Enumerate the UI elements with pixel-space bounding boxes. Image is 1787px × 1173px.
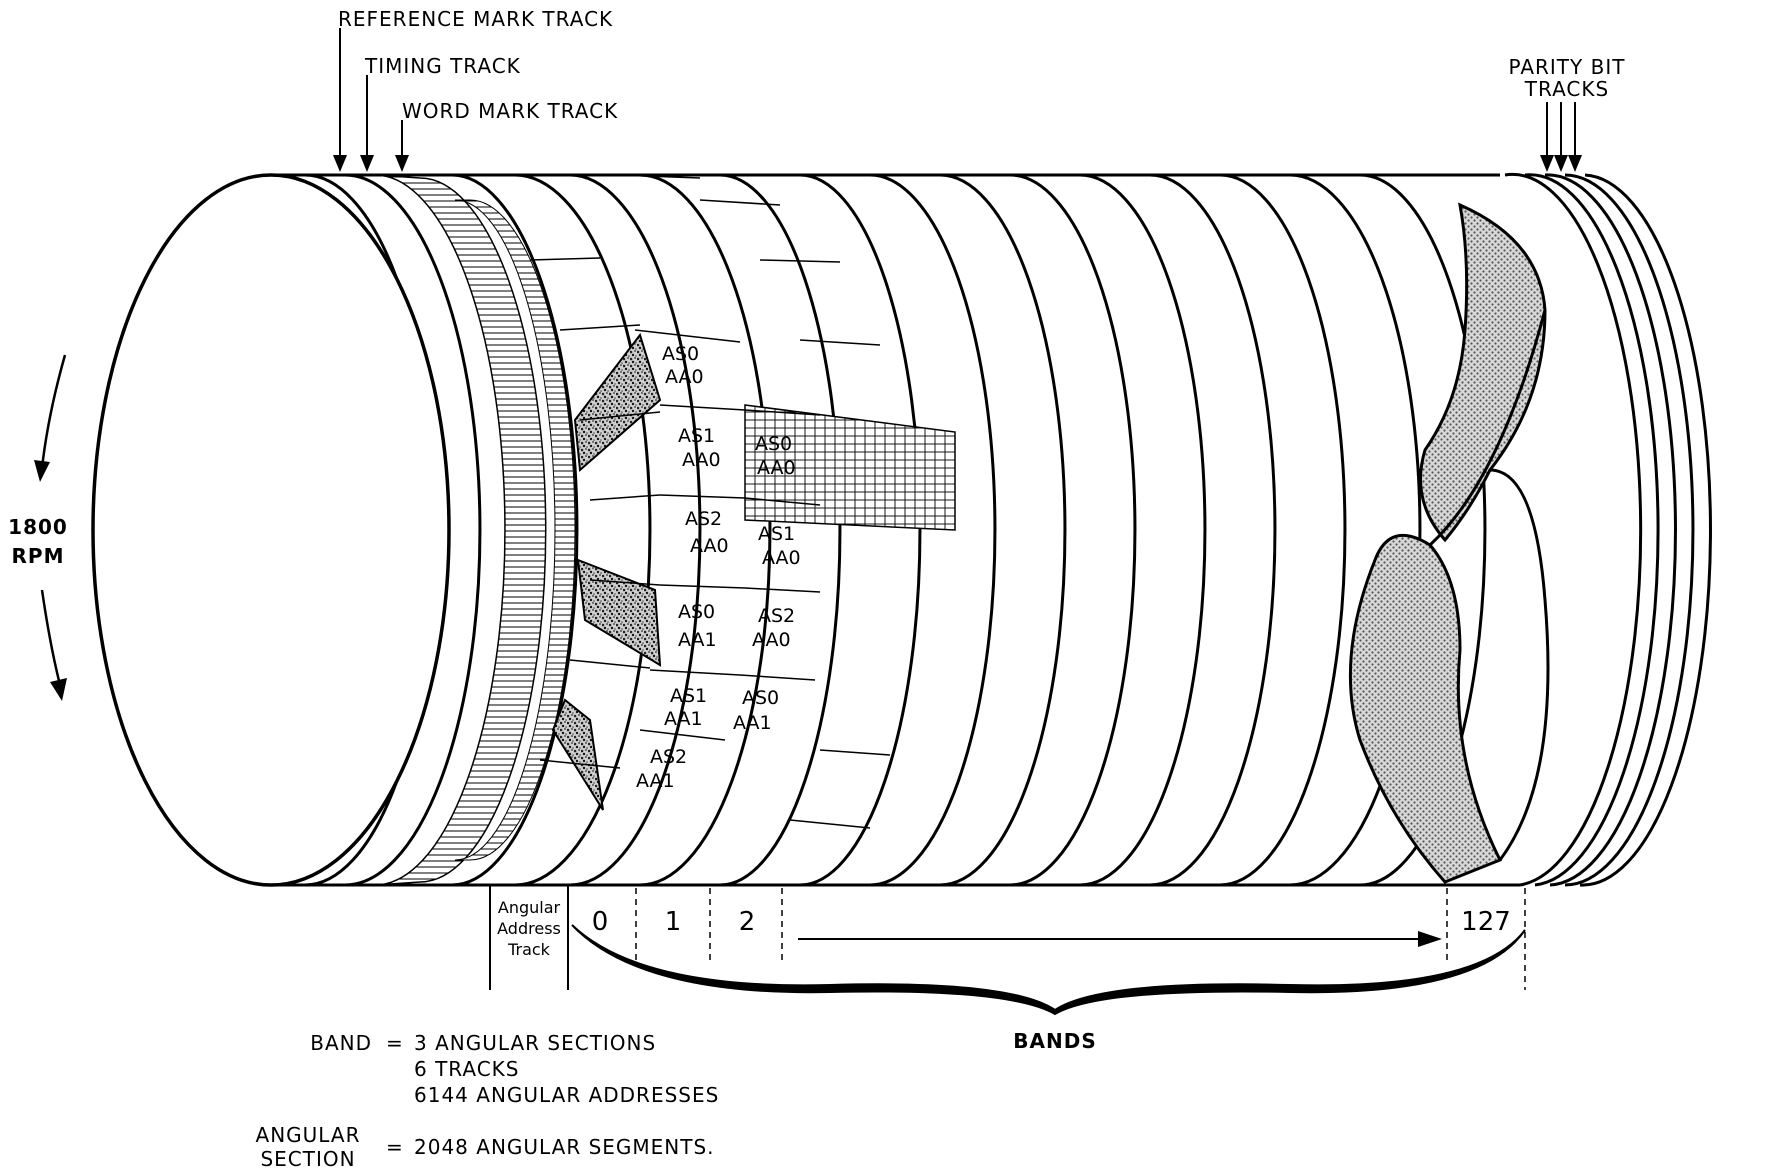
grid-patch (744, 404, 956, 531)
cell-7-aa: AA1 (664, 708, 703, 730)
angular-address-hatching (454, 199, 576, 861)
rpm-value: 1800 (8, 515, 68, 539)
drum-end-face (91, 173, 451, 887)
cell-5-as: AS0 (678, 601, 715, 623)
cell-1-aa: AA0 (682, 449, 721, 471)
legend-band-line-1: 3 ANGULAR SECTIONS (414, 1031, 656, 1055)
cell-6-as: AS2 (758, 605, 795, 627)
angular-address-track-line1: Angular (498, 898, 561, 917)
shaded-wedge-3 (551, 698, 604, 811)
top-callouts: REFERENCE MARK TRACK TIMING TRACK WORD M… (333, 7, 1626, 172)
legend-section-line: 2048 ANGULAR SEGMENTS. (414, 1135, 715, 1159)
rotation-indicator: 1800 RPM (8, 354, 68, 701)
cell-0-as: AS0 (662, 343, 699, 365)
cell-5-aa: AA1 (678, 629, 717, 651)
legend-section-term-2: SECTION (260, 1147, 355, 1171)
legend-band-term: BAND (310, 1031, 372, 1055)
bands-label: BANDS (1013, 1029, 1096, 1053)
parity-disks (1504, 172, 1712, 887)
legend-section-term-1: ANGULAR (256, 1123, 361, 1147)
cell-2-as: AS0 (755, 433, 792, 455)
drum-body (91, 172, 1712, 887)
band-number-0: 0 (592, 907, 609, 937)
parity-twist-upper (1419, 202, 1547, 543)
cell-3-as: AS2 (685, 508, 722, 530)
bands-brace (571, 924, 1526, 1016)
parity-bit-label: PARITY BIT (1509, 55, 1626, 79)
legend-equals-1: = (386, 1031, 404, 1055)
shaded-wedge-1 (573, 332, 662, 473)
band-number-1: 1 (665, 907, 682, 937)
angular-address-track-line3: Track (507, 940, 551, 959)
shaded-wedge-2 (576, 558, 662, 667)
cell-8-aa: AA1 (733, 712, 772, 734)
cell-0-aa: AA0 (665, 366, 704, 388)
cell-9-as: AS2 (650, 746, 687, 768)
cell-4-aa: AA0 (762, 547, 801, 569)
timing-track-hatching (374, 174, 547, 886)
reference-mark-track-label: REFERENCE MARK TRACK (338, 7, 613, 31)
cell-8-as: AS0 (742, 687, 779, 709)
legend-band-line-2: 6 TRACKS (414, 1057, 520, 1081)
cell-1-as: AS1 (678, 425, 715, 447)
rpm-unit: RPM (12, 544, 65, 568)
parity-twist-lower (1348, 534, 1503, 884)
band-arcs (304, 173, 1487, 887)
cell-6-aa: AA0 (752, 629, 791, 651)
cell-2-aa: AA0 (757, 457, 796, 479)
cell-4-as: AS1 (758, 523, 795, 545)
parity-tracks-label: TRACKS (1524, 77, 1609, 101)
band-number-127: 127 (1461, 907, 1511, 937)
timing-track-label: TIMING TRACK (364, 54, 521, 78)
band-number-2: 2 (739, 907, 756, 937)
legend-band-line-3: 6144 ANGULAR ADDRESSES (414, 1083, 719, 1107)
word-mark-track-label: WORD MARK TRACK (402, 99, 618, 123)
cell-7-as: AS1 (670, 685, 707, 707)
cell-3-aa: AA0 (690, 535, 729, 557)
band-axis: Angular Address Track 0 1 2 127 BANDS (489, 885, 1526, 1053)
legend-equals-2: = (386, 1135, 404, 1159)
cell-dividers (529, 174, 891, 829)
cell-9-aa: AA1 (636, 770, 675, 792)
angular-address-track-line2: Address (497, 919, 561, 938)
section-cells: AS0 AA0 AS1 AA0 AS0 AA0 AS2 AA0 AS1 AA0 … (636, 343, 801, 792)
legend: BAND = 3 ANGULAR SECTIONS 6 TRACKS 6144 … (256, 1031, 719, 1171)
